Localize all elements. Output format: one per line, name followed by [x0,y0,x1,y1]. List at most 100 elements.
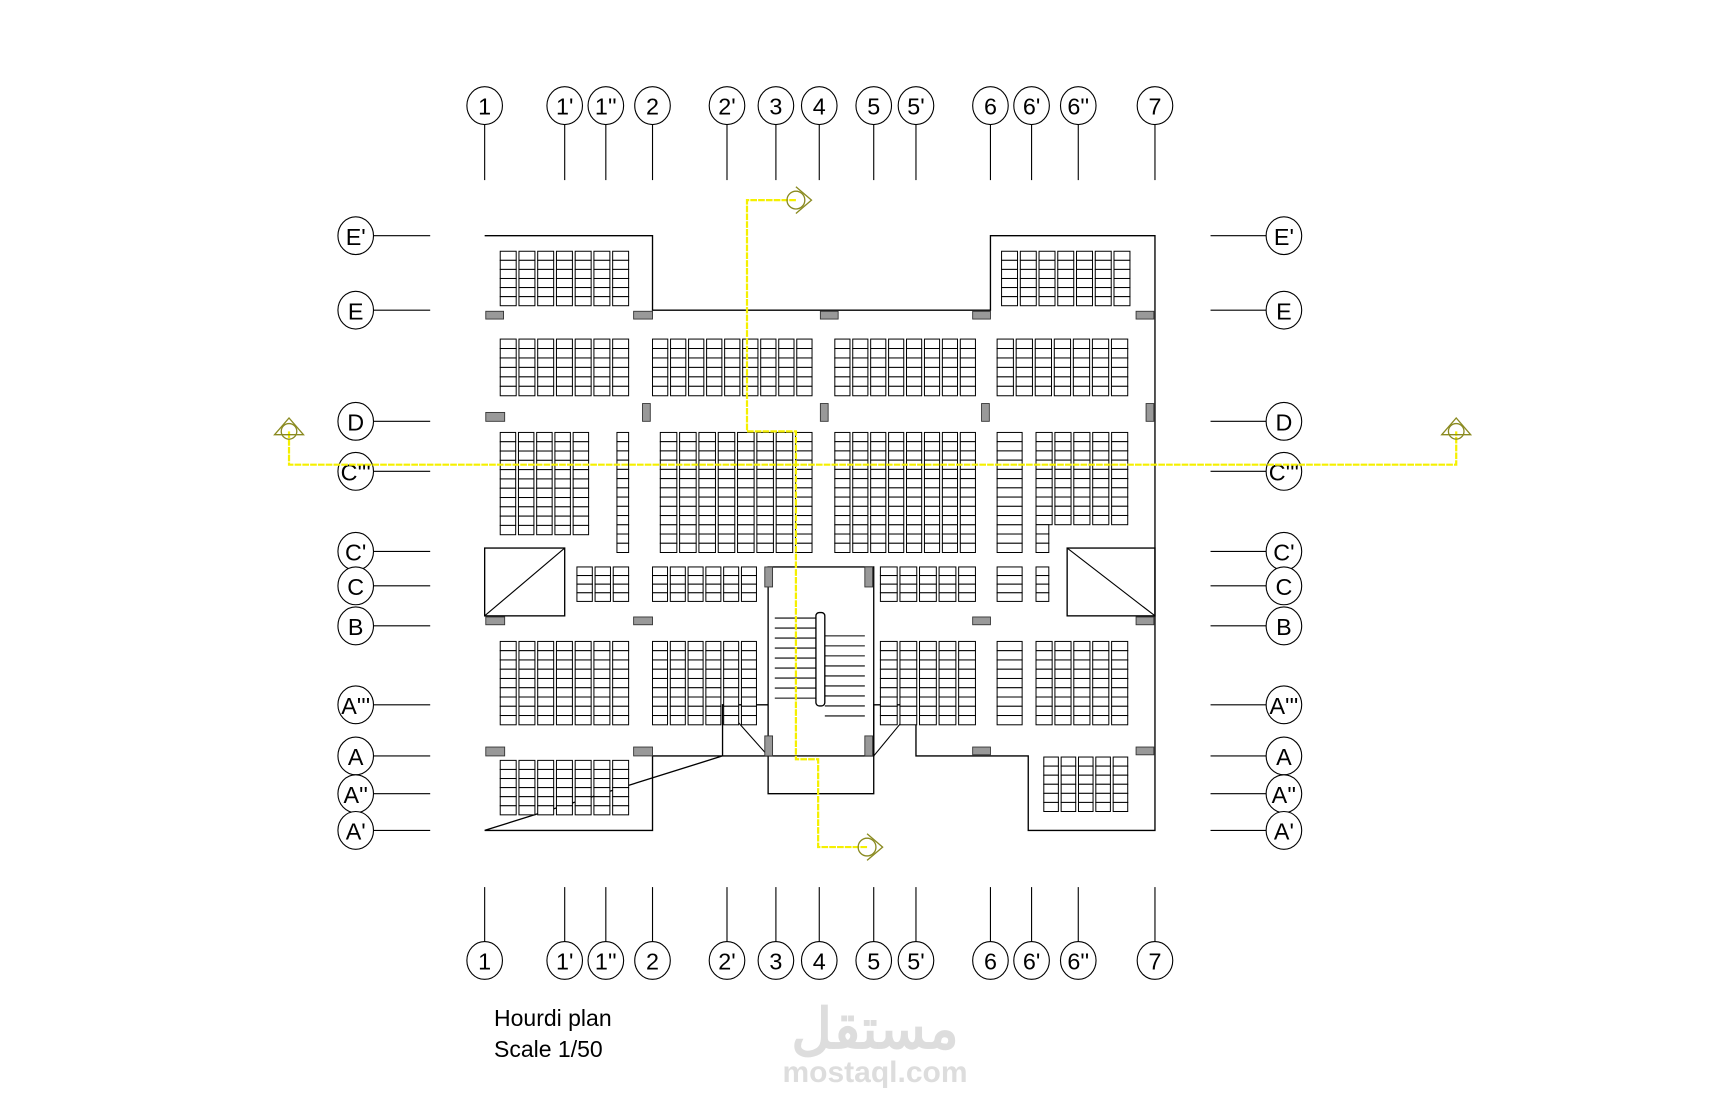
hourdi-blocks [499,250,1131,816]
grid-label: 6 [984,949,997,975]
staircase [767,566,875,757]
column [972,746,991,756]
column [764,735,774,757]
grid-bubble-left: A'' [337,774,375,814]
grid-label: C''' [341,459,371,485]
grid-bubble-top: 1' [546,86,584,126]
column [642,403,651,422]
column [1135,310,1155,320]
grid-label: E' [1274,224,1294,250]
grid-bubble-right: E' [1265,216,1303,256]
hourdi-block [996,338,1129,397]
grid-bubble-bottom: 5 [855,941,893,980]
grid-label: C''' [1269,459,1299,485]
column [633,616,653,626]
hourdi-block [659,431,813,553]
grid-bubble-top: 6'' [1059,86,1097,126]
grid-bubble-left: E' [337,216,375,256]
hourdi-block [499,759,630,816]
column [633,310,653,320]
grid-bubble-right: A [1265,736,1303,776]
grid-bubble-left: E [337,290,375,330]
column [485,310,505,320]
watermark-arabic: مستقل [791,997,959,1060]
grid-label: 1 [478,949,491,975]
grid-label: 7 [1148,949,1161,975]
hourdi-block [996,566,1023,602]
grid-bubble-left: D [337,401,375,441]
hourdi-block [1035,566,1050,602]
grid-label: 3 [769,94,782,120]
section-marker-icon [1440,416,1473,440]
grid-bubble-left: A [337,736,375,776]
grid-bubble-left: A''' [337,685,375,725]
hourdi-block [499,338,630,397]
grid-label: 5 [867,94,880,120]
grid-label: E [348,298,364,324]
grid-bubble-left: C [337,566,375,606]
hourdi-block [1001,250,1131,307]
grid-label: 2 [646,94,659,120]
column [864,735,874,757]
grid-bubble-bottom: 5' [897,941,935,980]
grid-label: 4 [813,949,826,975]
grid-bubble-bottom: 1' [546,941,584,980]
grid-label: 6' [1023,949,1040,975]
hourdi-block [616,431,630,553]
title-scale: Scale 1/50 [494,1036,603,1062]
grid-label: C' [1273,539,1294,565]
grid-bubble-bottom: 7 [1136,941,1174,980]
watermark-latin: mostaql.com [782,1056,968,1089]
grid-bubble-top: 6' [1013,86,1050,126]
grid-bubble-top: 2 [634,86,671,126]
grid-bubble-right: B [1265,606,1303,646]
hourdi-block [1043,756,1129,813]
hourdi-block [499,640,630,726]
drawing-title: Hourdi plan Scale 1/50 [494,1003,612,1065]
columns [485,310,1155,757]
column [1135,616,1155,626]
grid-bubble-right: A''' [1265,685,1303,725]
grid-label: 1'' [595,94,617,120]
grid-lines: 111'1'1''1''222'2'3344555'5'666'6'6''6''… [337,86,1303,980]
grid-bubble-bottom: 6' [1013,941,1050,980]
grid-bubble-right: A' [1265,810,1303,850]
hourdi-block [879,566,976,602]
grid-bubble-right: A'' [1265,774,1303,814]
grid-label: 2' [718,94,735,120]
column [1135,746,1155,756]
grid-label: E' [346,224,366,250]
grid-bubble-bottom: 4 [800,941,838,980]
section-marker-icon [786,186,813,214]
column [864,566,874,588]
column [972,310,991,320]
column [819,310,839,320]
grid-label: D [1275,409,1292,435]
grid-label: C [1275,574,1292,600]
hourdi-block [996,640,1023,726]
hourdi-block [879,640,976,726]
column [981,403,990,422]
hourdi-block [652,338,813,397]
grid-label: E [1276,298,1292,324]
grid-label: 1' [556,949,573,975]
grid-label: 5' [907,94,924,120]
hourdi-block [576,566,630,602]
title-name: Hourdi plan [494,1005,612,1031]
grid-bubble-bottom: 6 [972,941,1009,980]
watermark: مستقل mostaql.com [760,1000,990,1088]
floor-outline [483,235,1156,832]
grid-label: C [347,574,364,600]
grid-bubble-top: 1 [466,86,504,126]
grid-label: A' [346,819,366,845]
grid-label: A [1276,744,1292,770]
grid-label: 5 [867,949,880,975]
grid-label: 4 [813,94,826,120]
section-marker-icon [273,416,305,440]
hourdi-block [499,250,630,307]
grid-label: A' [1274,819,1294,845]
column [972,616,991,626]
hourdi-block [1035,640,1129,726]
grid-label: C' [345,539,366,565]
